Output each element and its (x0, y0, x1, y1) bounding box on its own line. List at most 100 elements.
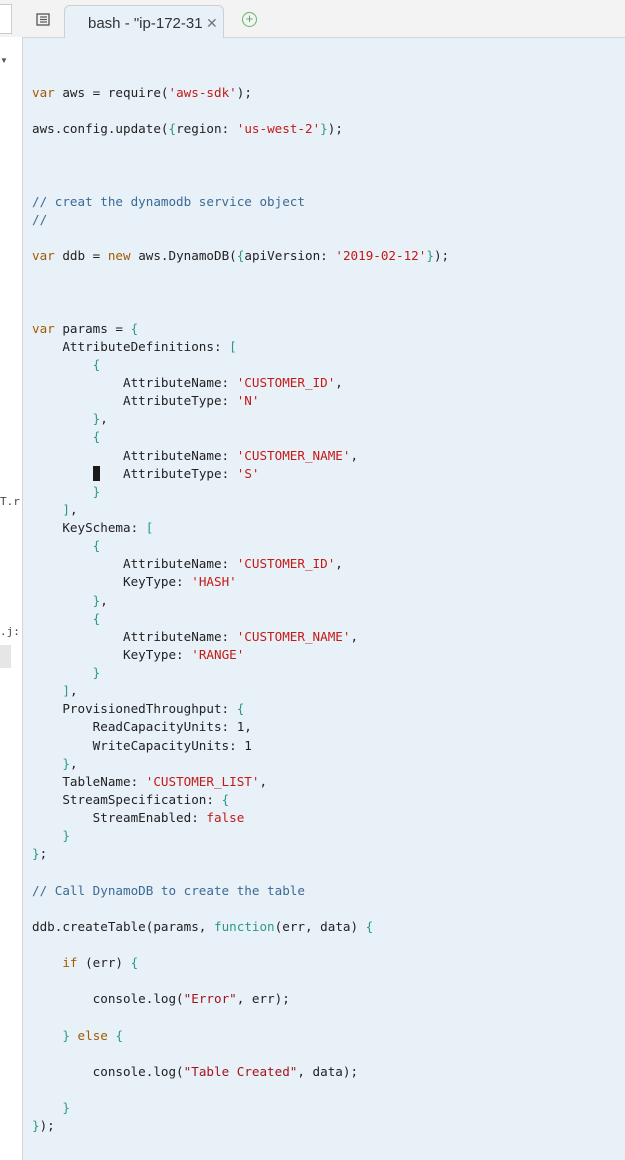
code-token: { (130, 320, 139, 336)
code-line[interactable]: aws.config.update({region: 'us-west-2'})… (32, 120, 622, 138)
code-token: , (69, 683, 78, 699)
code-token: { (130, 955, 139, 970)
code-token: } (32, 846, 40, 862)
code-line[interactable] (32, 265, 622, 283)
code-token: 'aws-sdk' (168, 85, 237, 100)
code-token: // Call DynamoDB to create the table (32, 882, 305, 898)
code-token: AttributeDefinitions: (32, 338, 230, 354)
code-token: , (335, 375, 343, 390)
code-line[interactable]: StreamEnabled: false (32, 809, 622, 827)
code-editor[interactable]: var aws = require('aws-sdk'); aws.config… (32, 84, 622, 1135)
code-line[interactable]: AttributeName: 'CUSTOMER_NAME', (32, 628, 622, 646)
code-line[interactable] (32, 1081, 622, 1099)
code-line[interactable]: var params = { (32, 320, 622, 338)
code-line[interactable]: }, (32, 410, 622, 428)
code-token: if (62, 955, 86, 970)
code-line[interactable]: AttributeDefinitions: [ (32, 338, 622, 356)
code-line[interactable] (32, 1045, 622, 1063)
code-line[interactable]: // Call DynamoDB to create the table (32, 882, 622, 900)
code-line[interactable] (32, 900, 622, 918)
code-line[interactable]: KeyType: 'HASH' (32, 573, 622, 591)
code-token (32, 1028, 62, 1043)
code-token: { (92, 538, 101, 554)
code-line[interactable]: AttributeType: 'N' (32, 392, 622, 410)
code-token: , (100, 592, 108, 608)
code-token: // (32, 211, 48, 227)
code-line[interactable]: ProvisionedThroughput: { (32, 700, 622, 718)
code-line[interactable]: { (32, 537, 622, 555)
code-token (32, 1100, 62, 1115)
code-line[interactable]: StreamSpecification: { (32, 791, 622, 809)
code-line[interactable]: ], (32, 501, 622, 519)
code-line[interactable]: AttributeType: 'S' (32, 465, 622, 483)
code-token: } (92, 483, 101, 499)
code-line[interactable] (32, 102, 622, 120)
tab-menu-button[interactable] (33, 11, 53, 27)
code-token: , data); (297, 1063, 359, 1079)
code-line[interactable]: }); (32, 1117, 622, 1135)
caret-down-icon[interactable]: ▼ (0, 56, 8, 65)
code-line[interactable]: // (32, 211, 622, 229)
code-line[interactable]: }, (32, 755, 622, 773)
code-line[interactable]: TableName: 'CUSTOMER_LIST', (32, 773, 622, 791)
code-token: '2019-02-12' (335, 248, 427, 264)
code-token: { (92, 356, 101, 372)
code-token: else (77, 1027, 116, 1043)
code-line[interactable] (32, 157, 622, 175)
code-token: { (168, 121, 177, 137)
code-line[interactable]: }, (32, 592, 622, 610)
code-line[interactable]: { (32, 356, 622, 374)
code-line[interactable]: { (32, 610, 622, 628)
code-token: 'CUSTOMER_LIST' (145, 773, 260, 789)
code-token: } (92, 665, 101, 680)
code-line[interactable]: { (32, 428, 622, 446)
code-line[interactable]: AttributeName: 'CUSTOMER_ID', (32, 555, 622, 573)
code-line[interactable] (32, 175, 622, 193)
code-line[interactable]: WriteCapacityUnits: 1 (32, 737, 622, 755)
tab-terminal[interactable]: bash - "ip-172-31 ✕ (64, 5, 224, 38)
code-token: , err); (236, 991, 290, 1007)
code-line[interactable] (32, 863, 622, 881)
code-line[interactable] (32, 302, 622, 320)
code-line[interactable]: ReadCapacityUnits: 1, (32, 718, 622, 736)
code-token: false (206, 810, 245, 825)
code-line[interactable] (32, 283, 622, 301)
code-line[interactable]: console.log("Table Created", data); (32, 1063, 622, 1081)
code-line[interactable] (32, 936, 622, 954)
code-line[interactable]: KeySchema: [ (32, 519, 622, 537)
code-line[interactable]: } (32, 1099, 622, 1117)
code-line[interactable]: ], (32, 682, 622, 700)
code-line[interactable]: var ddb = new aws.DynamoDB({apiVersion: … (32, 247, 622, 265)
code-line[interactable]: KeyType: 'RANGE' (32, 646, 622, 664)
code-line[interactable]: ddb.createTable(params, function(err, da… (32, 918, 622, 936)
code-line[interactable]: AttributeName: 'CUSTOMER_NAME', (32, 447, 622, 465)
code-line[interactable] (32, 972, 622, 990)
code-line[interactable]: // creat the dynamodb service object (32, 193, 622, 211)
code-line[interactable]: } (32, 664, 622, 682)
code-token: 'RANGE' (191, 646, 245, 662)
tab-bar: bash - "ip-172-31 ✕ + (0, 0, 625, 38)
file-tree-item[interactable]: .j: (0, 625, 20, 638)
code-line[interactable]: } else { (32, 1027, 622, 1045)
code-line[interactable]: console.log("Error", err); (32, 990, 622, 1008)
code-token: AttributeType: (32, 393, 237, 409)
code-token: aws.DynamoDB( (138, 248, 237, 264)
code-line[interactable] (32, 1008, 622, 1026)
code-token: 'HASH' (191, 574, 237, 590)
code-token (32, 429, 93, 444)
code-token (32, 665, 93, 680)
code-line[interactable]: } (32, 483, 622, 501)
code-line[interactable]: }; (32, 845, 622, 863)
code-line[interactable] (32, 138, 622, 156)
file-tree-item[interactable]: T.r (0, 495, 20, 508)
code-token: StreamSpecification: (32, 791, 222, 807)
close-icon[interactable]: ✕ (206, 15, 218, 31)
code-token: StreamEnabled: (32, 810, 207, 825)
code-line[interactable]: } (32, 827, 622, 845)
code-line[interactable]: AttributeName: 'CUSTOMER_ID', (32, 374, 622, 392)
code-line[interactable]: if (err) { (32, 954, 622, 972)
plus-circle-icon[interactable]: + (242, 12, 257, 27)
code-line[interactable] (32, 229, 622, 247)
code-line[interactable]: var aws = require('aws-sdk'); (32, 84, 622, 102)
file-tree-item-selected[interactable] (0, 645, 11, 668)
